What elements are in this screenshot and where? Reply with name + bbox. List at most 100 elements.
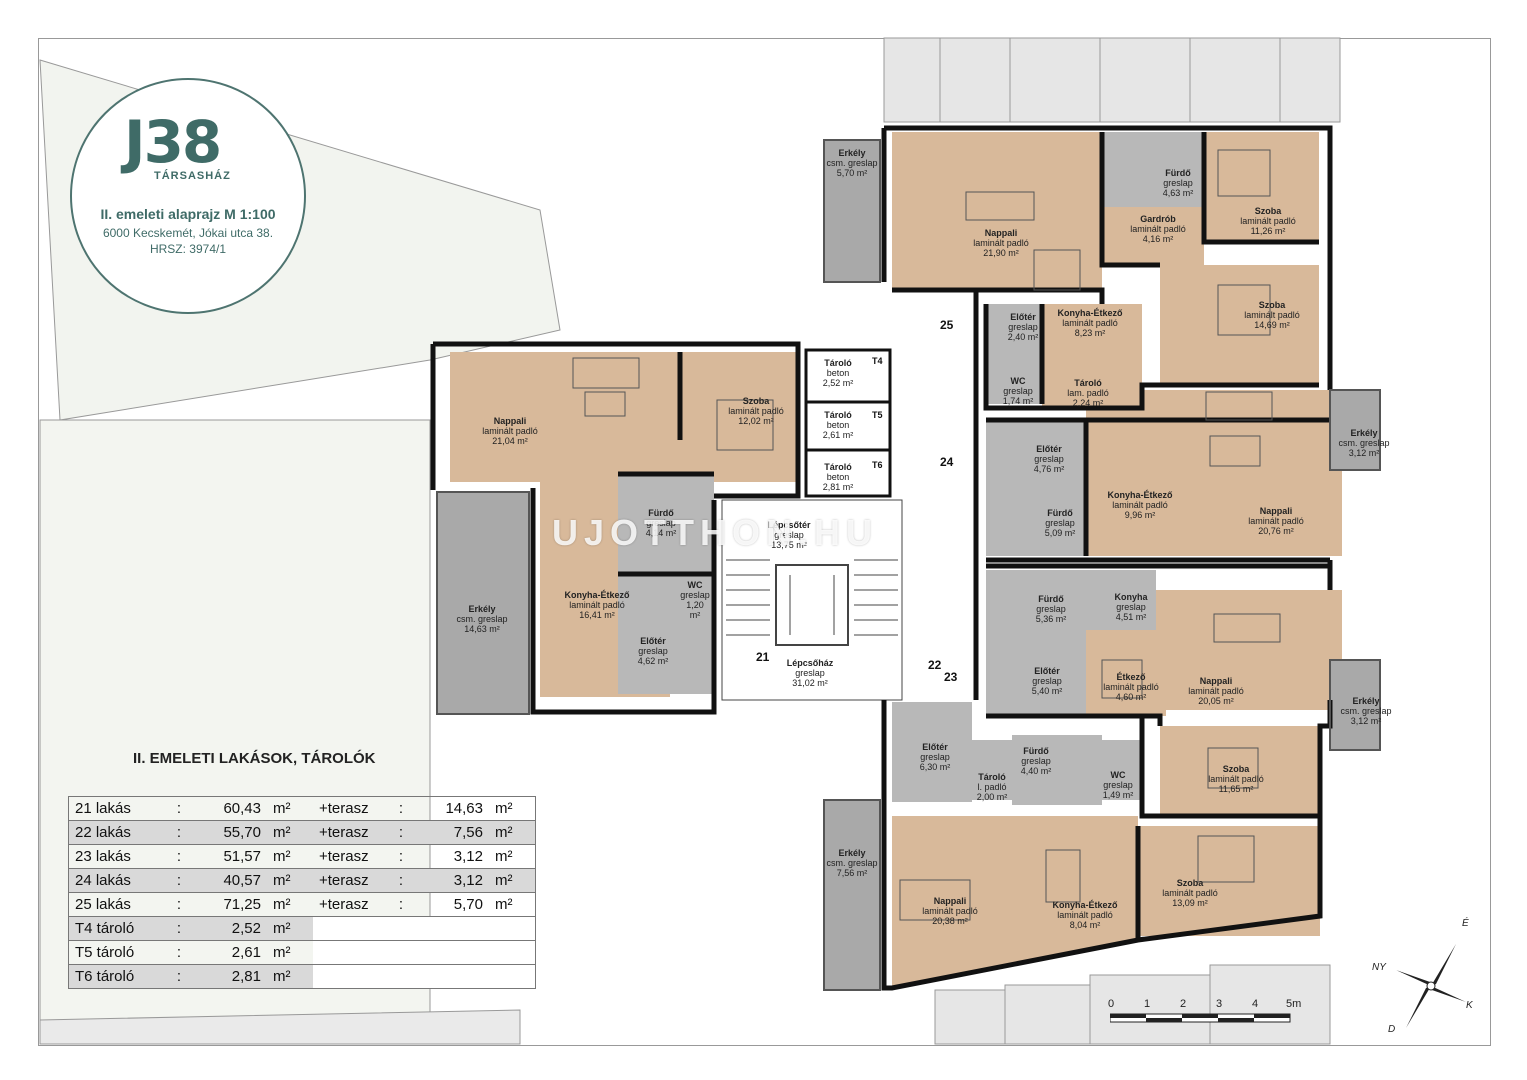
terrace-area: 14,63 — [445, 800, 483, 817]
unit-area: 71,25 — [223, 896, 261, 913]
watermark: UJOTTHON.HU — [552, 512, 878, 553]
unit-number: 22 — [928, 658, 942, 672]
terrace-label: +terasz — [319, 896, 369, 913]
separator: : — [176, 944, 182, 961]
scale-label: 2 — [1180, 998, 1187, 1010]
apartment-23 — [986, 570, 1380, 750]
unit-measure: m² — [273, 896, 291, 913]
separator: : — [176, 896, 182, 913]
unit-name: 22 lakás — [75, 824, 131, 841]
unit-measure: m² — [273, 848, 291, 865]
logo-badge: J38 TÁRSASHÁZ II. emeleti alaprajz M 1:1… — [70, 78, 306, 314]
summary-title: II. EMELETI LAKÁSOK, TÁROLÓK — [133, 750, 376, 767]
separator: : — [398, 824, 404, 841]
storage-area: 2,61 — [231, 944, 261, 961]
furniture — [572, 149, 1281, 921]
table-row: T4 tároló : 2,52 m² — [68, 916, 536, 941]
unit-measure: m² — [495, 824, 513, 841]
storage-area: 2,81 — [231, 968, 261, 985]
terrace-label: +terasz — [319, 848, 369, 865]
terrace-label: +terasz — [319, 872, 369, 889]
walls — [430, 125, 1333, 991]
unit-measure: m² — [273, 968, 291, 985]
table-row: T6 tároló : 2,81 m² — [68, 964, 536, 989]
unit-number: 24 — [940, 455, 954, 469]
unit-measure: m² — [273, 824, 291, 841]
terrace-label: +terasz — [319, 800, 369, 817]
separator: : — [398, 872, 404, 889]
unit-measure: m² — [273, 800, 291, 817]
apartment-25 — [824, 132, 1319, 408]
compass-north-label: É — [1462, 918, 1469, 929]
scale-label: 0 — [1108, 998, 1115, 1010]
apartment-22 — [824, 702, 1320, 990]
storage-tag: T5 — [872, 410, 883, 420]
compass-west-label: NY — [1372, 962, 1386, 973]
terrace-area: 7,56 — [453, 824, 483, 841]
unit-number: 21 — [756, 650, 770, 664]
scale-label: 5m — [1286, 998, 1302, 1010]
compass-east-label: K — [1466, 1000, 1473, 1011]
separator: : — [398, 848, 404, 865]
unit-area: 51,57 — [223, 848, 261, 865]
table-row: T5 tároló : 2,61 m² — [68, 940, 536, 965]
unit-name: 23 lakás — [75, 848, 131, 865]
storage-name: T5 tároló — [75, 944, 135, 961]
compass-south-label: D — [1388, 1024, 1396, 1035]
scale-label: 3 — [1216, 998, 1223, 1010]
terrace-area: 3,12 — [453, 872, 483, 889]
unit-area: 40,57 — [223, 872, 261, 889]
separator: : — [176, 968, 182, 985]
unit-area: 60,43 — [223, 800, 261, 817]
separator: : — [176, 848, 182, 865]
unit-name: 21 lakás — [75, 800, 131, 817]
terrace-label: +terasz — [319, 824, 369, 841]
unit-measure: m² — [273, 920, 291, 937]
unit-area: 55,70 — [223, 824, 261, 841]
separator: : — [176, 920, 182, 937]
table-row: 24 lakás : 40,57 m² +terasz : 3,12 m² — [68, 868, 536, 893]
terrace-area: 5,70 — [453, 896, 483, 913]
staircase — [721, 499, 903, 701]
scale-bar — [1110, 1013, 1291, 1023]
area-table: 21 lakás : 60,43 m² +terasz : 14,63 m² 2… — [68, 796, 536, 989]
plan-address: 6000 Kecskemét, Jókai utca 38. — [102, 226, 274, 240]
unit-name: 25 lakás — [75, 896, 131, 913]
unit-name: 24 lakás — [75, 872, 131, 889]
unit-measure: m² — [273, 872, 291, 889]
storage-tag: T4 — [872, 356, 883, 366]
separator: : — [176, 872, 182, 889]
